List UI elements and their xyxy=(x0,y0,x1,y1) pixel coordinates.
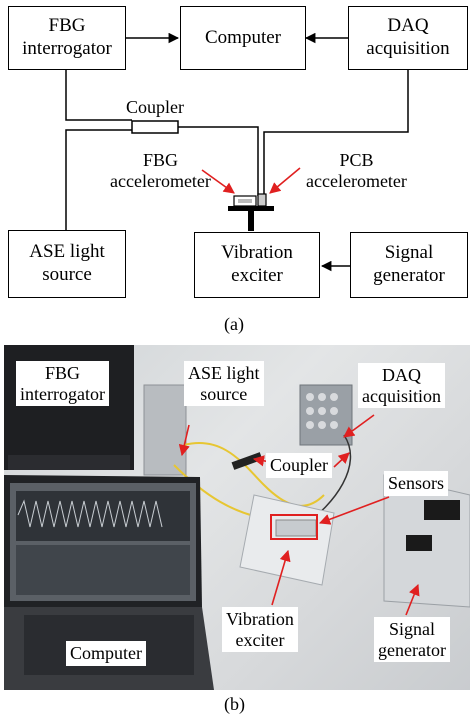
caption-a: (a) xyxy=(224,314,244,334)
fiber-ase-to-coupler xyxy=(65,129,132,230)
photo-daq-acquisition-label: DAQ acquisition xyxy=(358,363,445,409)
photo-coupler-label: Coupler xyxy=(266,453,332,478)
ase-unit xyxy=(143,384,187,476)
fiber-interrogator-to-coupler xyxy=(65,70,132,121)
computer-box: Computer xyxy=(180,6,306,70)
fiber-coupler-to-sensor xyxy=(178,126,259,196)
pcb-accelerometer-shape xyxy=(257,193,267,207)
red-arrow-ase xyxy=(178,424,190,457)
photo-sensors-label: Sensors xyxy=(384,471,449,496)
block-diagram-connections xyxy=(65,32,409,272)
caption-b: (b) xyxy=(224,694,245,714)
daq-acquisition-box: DAQ acquisition xyxy=(348,6,468,70)
coupler-label: Coupler xyxy=(126,97,184,117)
ase-light-source-label: ASE light source xyxy=(29,241,105,285)
setup-photo: FBG interrogator ASE light source DAQ ac… xyxy=(4,345,470,690)
fbg-accelerometer-label: FBG accelerometer xyxy=(110,150,211,191)
photo-computer-label: Computer xyxy=(66,641,146,666)
daq-acquisition-label: DAQ acquisition xyxy=(366,15,450,59)
shaker-table xyxy=(228,206,274,211)
red-arrow-exciter xyxy=(271,549,291,606)
red-arrow-fbg-accel xyxy=(201,169,235,194)
fbg-interrogator-box: FBG interrogator xyxy=(8,6,126,70)
computer-label: Computer xyxy=(205,26,281,48)
fbg-interrogator-label: FBG interrogator xyxy=(22,15,112,59)
red-arrow-siggen xyxy=(405,583,420,616)
vibration-exciter-label: Vibration exciter xyxy=(221,242,293,286)
coupler-shape xyxy=(131,120,179,134)
pcb-accelerometer-label: PCB accelerometer xyxy=(306,150,407,191)
sensors-highlight xyxy=(270,514,318,540)
ase-light-source-box: ASE light source xyxy=(8,230,126,298)
photo-vibration-exciter-label: Vibration exciter xyxy=(222,607,298,653)
photo-ase-light-source-label: ASE light source xyxy=(184,361,264,407)
photo-fbg-interrogator-label: FBG interrogator xyxy=(16,361,109,407)
photo-signal-generator-label: Signal generator xyxy=(374,617,450,663)
red-arrow-daq xyxy=(343,414,375,438)
shaker-stem xyxy=(248,211,254,231)
red-arrow-sensors xyxy=(318,496,390,525)
red-arrow-pcb-accel xyxy=(269,167,301,194)
signal-generator-label: Signal generator xyxy=(373,242,445,286)
cable-daq-to-pcb xyxy=(263,70,409,196)
red-arrow-coupler-2 xyxy=(333,452,350,468)
vibration-exciter-box: Vibration exciter xyxy=(194,232,320,298)
signal-generator-box: Signal generator xyxy=(350,232,468,298)
